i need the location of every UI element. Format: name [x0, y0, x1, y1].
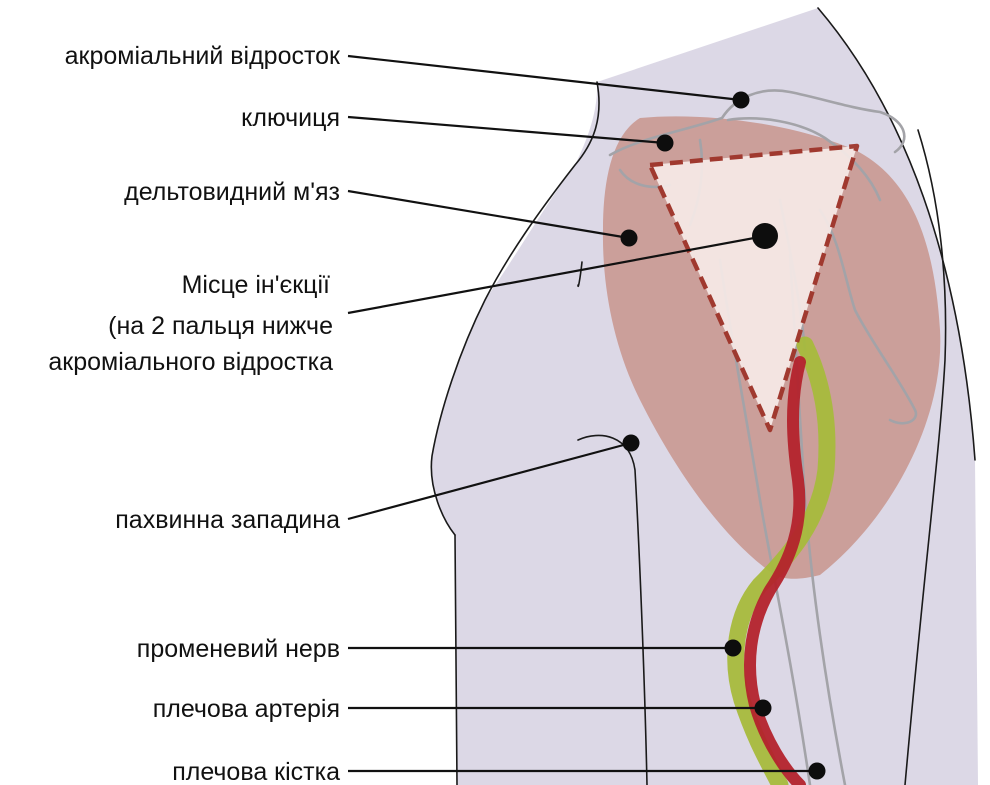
dot-radial-nerve [725, 640, 742, 657]
label-axilla: пахвинна западина [115, 506, 340, 534]
label-humerus: плечова кістка [172, 758, 340, 785]
label-brachial-artery: плечова артерія [153, 695, 340, 723]
labels: акроміальний відросток ключиця дельтовид… [48, 42, 341, 785]
label-injection-title: Місце ін'єкції [182, 271, 330, 299]
dot-brachial-artery [755, 700, 772, 717]
dot-deltoid [621, 230, 638, 247]
label-radial-nerve: променевий нерв [137, 635, 340, 663]
label-clavicle: ключиця [241, 104, 340, 132]
label-acromion: акроміальний відросток [65, 42, 341, 70]
label-injection-note-2: акроміального відростка [48, 348, 333, 376]
dot-humerus [809, 763, 826, 780]
label-deltoid: дельтовидний м'яз [124, 178, 340, 206]
dot-acromion [733, 92, 750, 109]
dot-injection-site [752, 223, 778, 249]
label-injection-note-1: (на 2 пальця нижче [108, 312, 333, 340]
dot-clavicle [657, 135, 674, 152]
dot-axilla [623, 435, 640, 452]
